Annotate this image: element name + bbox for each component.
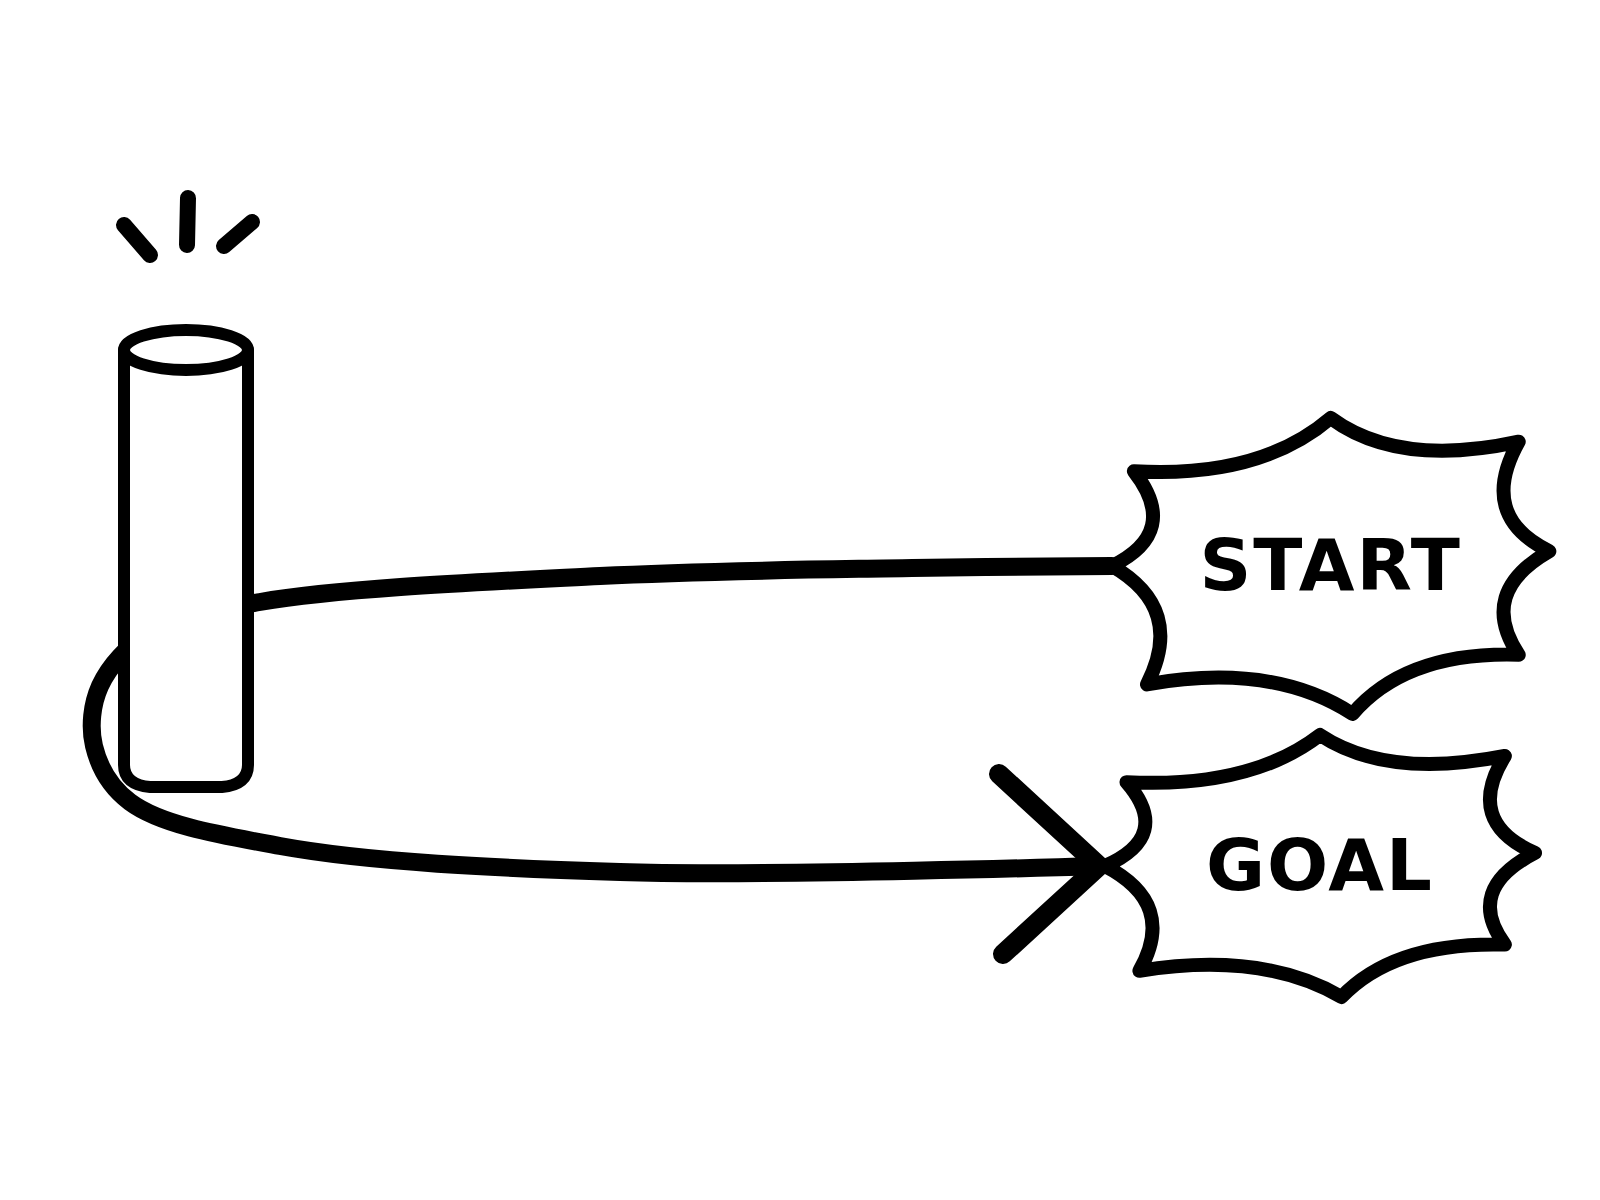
burst-path [1105, 735, 1535, 997]
sparkle-mark [224, 222, 252, 246]
post [124, 330, 248, 787]
arrow-head [999, 774, 1099, 954]
sparkle-mark [124, 225, 150, 255]
burst-badge: START [1112, 418, 1549, 714]
post-body [124, 350, 248, 787]
burst-path [1112, 418, 1549, 714]
sparkle-marks [124, 198, 252, 255]
burst-badge: GOAL [1105, 735, 1535, 997]
badge-label: START [1199, 526, 1461, 605]
sparkle-mark [187, 198, 188, 245]
badge-label: GOAL [1206, 826, 1434, 905]
post-top [124, 330, 248, 370]
